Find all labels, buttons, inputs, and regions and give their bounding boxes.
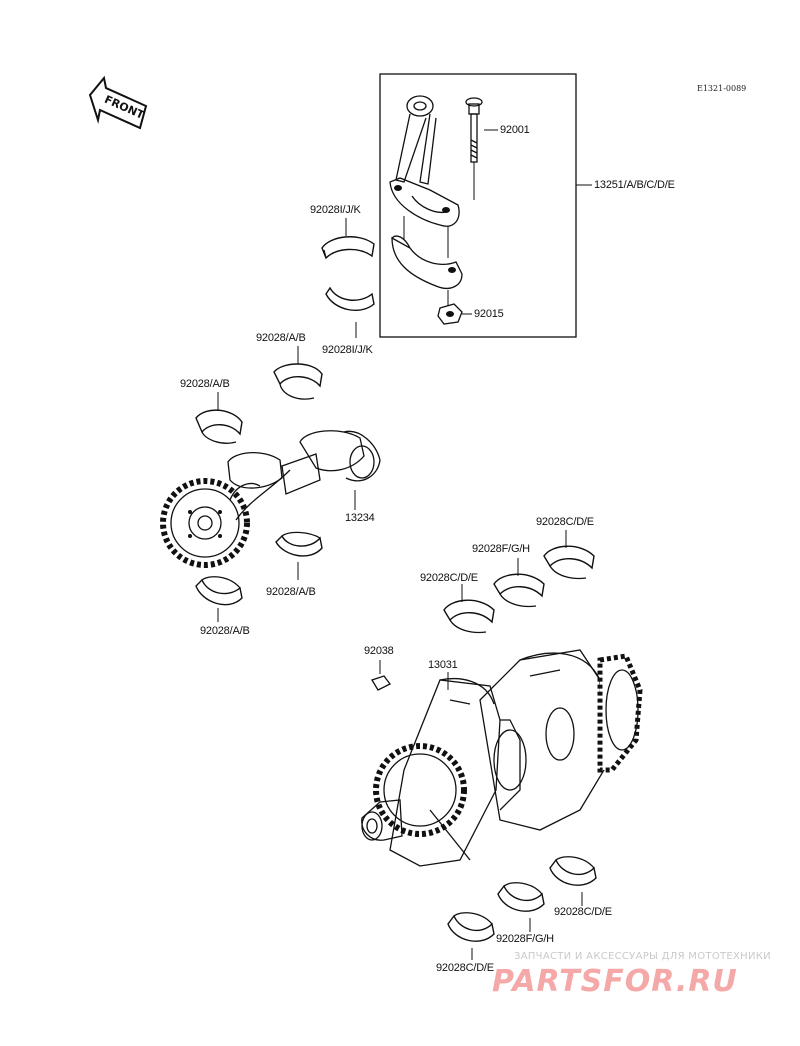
part-label-nut: 92015 (474, 308, 504, 320)
part-label-main-bearing-top-mid: 92028F/G/H (472, 543, 530, 555)
bearing-shell-icon (493, 573, 545, 608)
part-label-crankshaft: 13031 (428, 659, 458, 671)
balancer-shaft-icon (160, 430, 381, 568)
bearing-shell-icon (195, 409, 243, 444)
watermark-tagline: ЗАПЧАСТИ И АКСЕССУАРЫ ДЛЯ МОТОТЕХНИКИ (514, 951, 771, 962)
bearing-shell-icon (497, 882, 545, 912)
part-label-main-bearing-bottom-mid: 92028F/G/H (496, 933, 554, 945)
part-label-balancer-bearing-2: 92028/A/B (180, 378, 230, 390)
part-label-conrod-bearing-upper: 92028I/J/K (310, 204, 361, 216)
part-label-main-bearing-top-left: 92028C/D/E (420, 572, 478, 584)
part-label-key: 92038 (364, 645, 394, 657)
part-label-conrod-bearing-lower: 92028I/J/K (322, 344, 373, 356)
bearing-shell-icon (195, 576, 243, 606)
bearing-shell-icon (447, 912, 495, 942)
bearing-shell-icon (273, 363, 323, 400)
key-icon (371, 660, 391, 691)
part-label-main-bearing-bottom-left: 92028C/D/E (436, 962, 494, 974)
part-label-main-bearing-top-right: 92028C/D/E (536, 516, 594, 528)
crankshaft-icon (361, 649, 643, 867)
bearing-shell-icon (325, 286, 375, 312)
reference-code: E1321-0089 (697, 84, 747, 93)
part-label-balancer-bearing-1: 92028/A/B (256, 332, 306, 344)
part-label-balancer-shaft: 13234 (345, 512, 375, 524)
part-label-bolt: 92001 (500, 124, 530, 136)
front-arrow-icon: FRONT (88, 75, 148, 130)
bearing-shell-icon (321, 236, 375, 260)
bearing-shell-icon (543, 545, 595, 580)
bolt-icon (465, 97, 498, 200)
bearing-shell-icon (549, 856, 597, 886)
part-label-conrod-assy: 13251/A/B/C/D/E (594, 179, 675, 191)
conrod-assembly-box (379, 73, 577, 338)
bearing-shell-icon (443, 599, 495, 634)
part-label-balancer-bearing-4: 92028/A/B (200, 625, 250, 637)
watermark-brand: PARTSFOR.RU (492, 964, 738, 999)
bearing-shell-icon (275, 531, 323, 557)
part-label-balancer-bearing-3: 92028/A/B (266, 586, 316, 598)
nut-icon (437, 303, 472, 325)
part-label-main-bearing-bottom-right: 92028C/D/E (554, 906, 612, 918)
rod-cap-icon (391, 235, 463, 306)
connecting-rod-icon (389, 95, 460, 258)
